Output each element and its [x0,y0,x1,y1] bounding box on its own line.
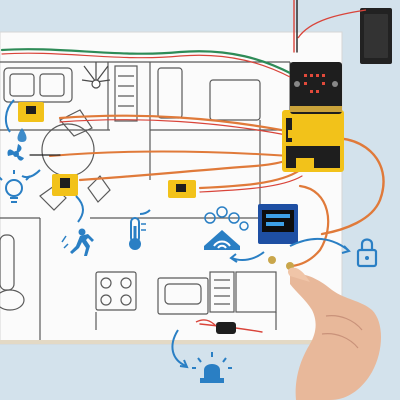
arrow-to-motion [75,195,84,223]
motion-person-icon [61,228,94,256]
microcontroller-board [290,62,342,114]
floorplan-lines [0,61,291,340]
sensor-module-top [18,102,44,122]
curved-arrows [4,99,351,369]
water-drop-icon [17,128,27,142]
oled-display [258,204,298,244]
battery-box [297,8,392,64]
kitchen-sink-outline [157,277,209,315]
buzzer-component [195,319,236,334]
arrow-to-wifi [231,251,265,261]
alarm-siren-icon [192,352,232,383]
shield-connectors [288,130,314,170]
padlock-icon [356,238,378,268]
sensor-module-middle [52,174,78,196]
plant-icon [81,62,111,89]
board-edge [0,340,342,344]
arrow-to-lightbulb [21,169,41,179]
hand [288,267,381,400]
fan-icon [7,144,24,161]
thermometer-icon [129,217,146,250]
arrow-to-thermometer [139,209,151,215]
stove-outline [95,271,137,311]
arrow-to-padlock [289,237,349,251]
sensor-module-right [168,180,196,198]
arrow-to-fan [4,99,15,133]
arrow-to-siren [171,329,187,367]
smart-home-wifi-icon [204,206,249,250]
